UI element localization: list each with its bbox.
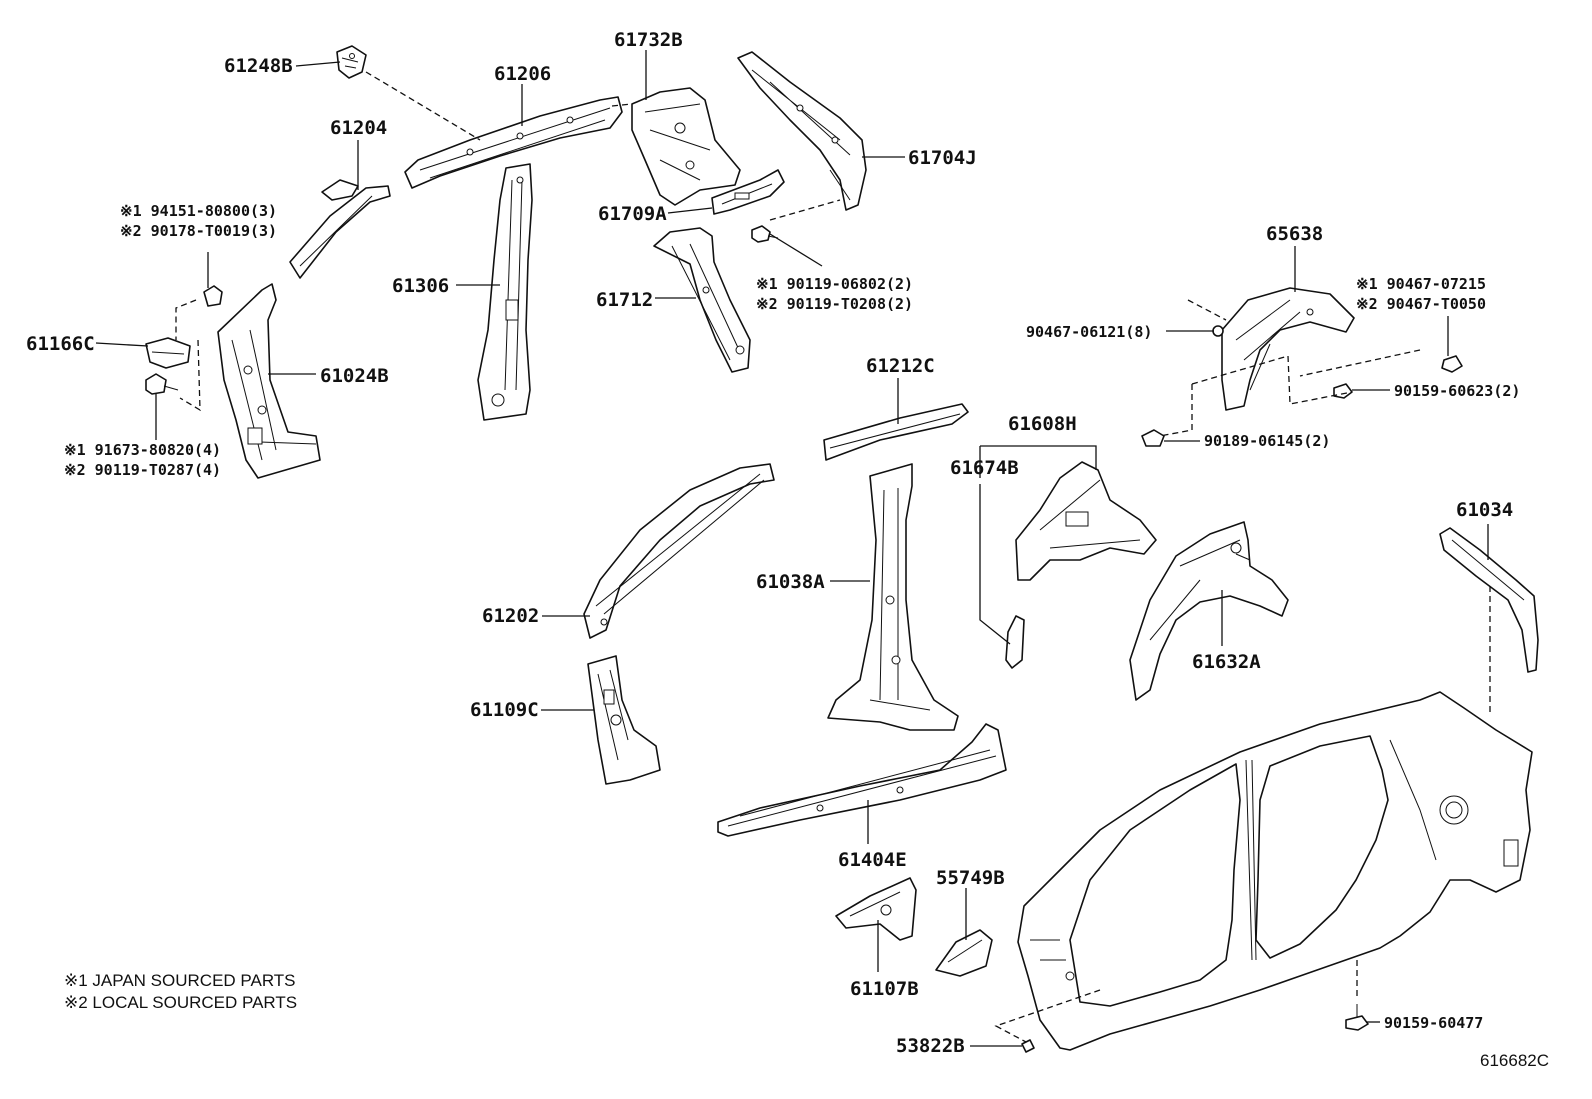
part-61206-drawing [404, 96, 623, 189]
callout-90119-06802: ※1 90119-06802(2) [756, 275, 913, 293]
callout-90178-T0019: ※2 90178-T0019(3) [120, 222, 277, 240]
fasteners-bottom-drawing [1021, 1004, 1369, 1053]
part-61404E-drawing [717, 723, 1007, 837]
part-61608H-drawing [1015, 461, 1157, 581]
part-61712-drawing [653, 227, 751, 373]
label-61166C: 61166C [26, 333, 95, 355]
part-61107B-drawing [835, 877, 917, 941]
label-90189-06145: 90189-06145(2) [1204, 432, 1330, 450]
callout-90119-T0287: ※2 90119-T0287(4) [64, 461, 221, 479]
label-61712: 61712 [596, 289, 653, 311]
part-61212C-drawing [823, 403, 969, 461]
callout-90467-T0050: ※2 90467-T0050 [1356, 295, 1486, 313]
label-90159-60477: 90159-60477 [1384, 1014, 1483, 1032]
part-61732B-drawing [631, 87, 741, 206]
label-61404E: 61404E [838, 849, 907, 871]
part-61674B-drawing [1005, 615, 1025, 669]
part-61204-drawing [289, 179, 391, 279]
callout-90119-T0208: ※2 90119-T0208(2) [756, 295, 913, 313]
callout-94151-80800: ※1 94151-80800(3) [120, 202, 277, 220]
legend-local-sourced: ※2 LOCAL SOURCED PARTS [64, 993, 297, 1012]
label-61202: 61202 [482, 605, 539, 627]
label-61109C: 61109C [470, 699, 539, 721]
label-61204: 61204 [330, 117, 387, 139]
label-90159-60623: 90159-60623(2) [1394, 382, 1520, 400]
leader-lines [95, 50, 1489, 1047]
sourced-callouts: ※1 94151-80800(3) ※2 90178-T0019(3) ※1 9… [64, 202, 1486, 479]
part-61024B-drawing [217, 283, 321, 479]
label-61212C: 61212C [866, 355, 935, 377]
legend-japan-sourced: ※1 JAPAN SOURCED PARTS [64, 971, 296, 990]
callout-91673-80820: ※1 91673-80820(4) [64, 441, 221, 459]
part-61109C-drawing [587, 655, 661, 785]
part-labels: 61248B 61206 61732B 61204 61704J 61709A … [26, 29, 1520, 1057]
legend: ※1 JAPAN SOURCED PARTS ※2 LOCAL SOURCED … [64, 971, 297, 1012]
part-61306-drawing [477, 163, 533, 421]
part-61166C-drawing [145, 337, 191, 369]
part-61034-drawing [1439, 527, 1539, 673]
fasteners-right-drawing [1141, 325, 1463, 447]
part-55749B-drawing [935, 929, 993, 977]
label-61024B: 61024B [320, 365, 389, 387]
part-65638-drawing [1221, 287, 1355, 411]
label-61034: 61034 [1456, 499, 1513, 521]
label-61038A: 61038A [756, 571, 825, 593]
part-61038A-drawing [827, 463, 959, 731]
label-61248B: 61248B [224, 55, 293, 77]
label-61206: 61206 [494, 63, 551, 85]
label-65638: 65638 [1266, 223, 1323, 245]
clip-94151-80800-drawing [203, 285, 223, 307]
part-61709A-drawing [711, 169, 785, 215]
figure-id: 616682C [1480, 1051, 1549, 1070]
bolt-91673-80820-drawing [145, 373, 179, 395]
part-61704J-drawing [737, 51, 867, 211]
label-61306: 61306 [392, 275, 449, 297]
callout-90467-07215: ※1 90467-07215 [1356, 275, 1486, 293]
label-61674B: 61674B [950, 457, 1019, 479]
label-61608H: 61608H [1008, 413, 1077, 435]
label-61709A: 61709A [598, 203, 667, 225]
part-61202-drawing [583, 463, 775, 639]
label-61704J: 61704J [908, 147, 977, 169]
label-61632A: 61632A [1192, 651, 1261, 673]
label-55749B: 55749B [936, 867, 1005, 889]
assembly-dashed-lines [175, 71, 1491, 1043]
bolt-90119-06802-drawing [751, 225, 779, 243]
part-61632A-drawing [1129, 521, 1289, 701]
part-61248B-drawing [336, 45, 367, 79]
label-53822B: 53822B [896, 1035, 965, 1057]
label-90467-06121: 90467-06121(8) [1026, 323, 1152, 341]
part-side-panel-outer-drawing [1017, 691, 1533, 1051]
label-61107B: 61107B [850, 978, 919, 1000]
label-61732B: 61732B [614, 29, 683, 51]
